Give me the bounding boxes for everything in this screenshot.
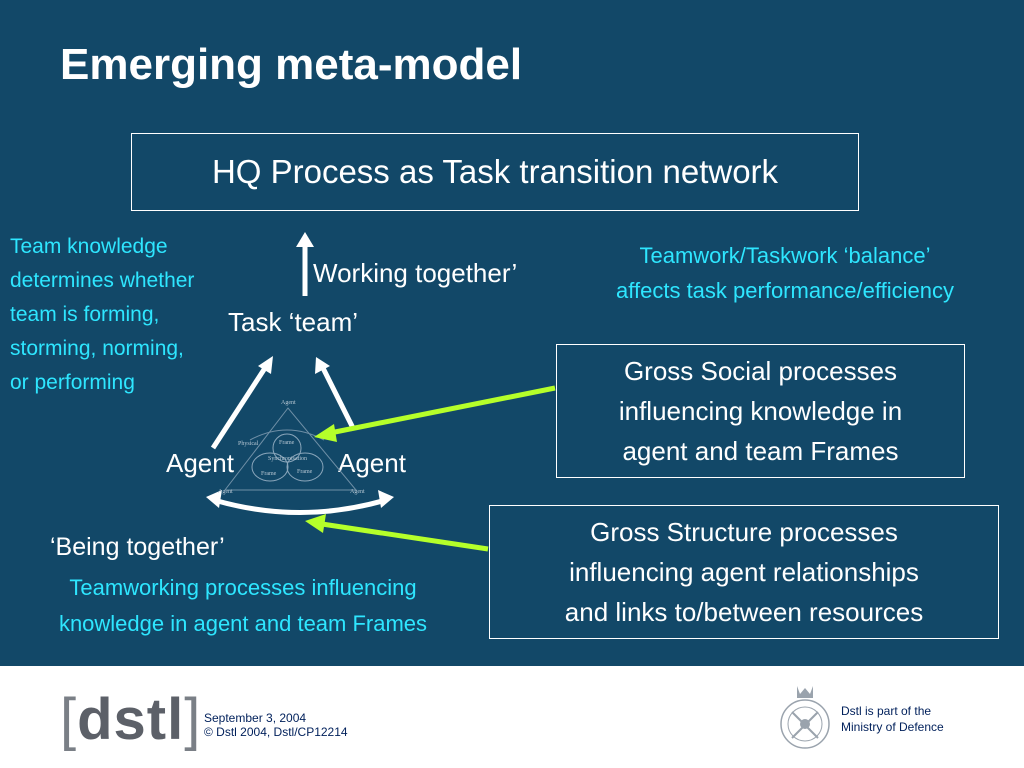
social-line: Gross Social processes	[623, 356, 898, 386]
mini-synchronisation: Synchronisation	[268, 456, 307, 462]
footer-mod-block: Dstl is part of the Ministry of Defence	[841, 703, 944, 735]
working-together-label: Working together’	[313, 258, 518, 288]
footer-mod-line: Dstl is part of the	[841, 704, 932, 718]
dstl-logo-text: dstl	[77, 687, 185, 752]
right-diagonal-arrow-icon	[315, 357, 357, 432]
teamworking-text: Teamworking processes influencing knowle…	[0, 570, 486, 642]
up-arrow-icon	[296, 232, 314, 296]
mini-agent-bl: Agent	[218, 489, 233, 495]
mod-crest-icon	[780, 686, 830, 749]
top-box-text: HQ Process as Task transition network	[211, 153, 779, 190]
mini-diagram: Agent Physical Frame Synchronisation Fra…	[218, 400, 365, 495]
top-box: HQ Process as Task transition network	[131, 133, 859, 211]
balance-text: Teamwork/Taskwork ‘balance’ affects task…	[560, 238, 1010, 308]
slide-background	[0, 0, 1024, 666]
mini-physical: Physical	[238, 441, 259, 447]
balance-line: affects task performance/efficiency	[616, 278, 954, 303]
mini-frame-right: Frame	[297, 469, 313, 475]
footer-date: September 3, 2004	[204, 711, 307, 725]
teamworking-line: Teamworking processes influencing	[69, 575, 417, 600]
agent-left-label: Agent	[166, 448, 234, 478]
team-knowledge-line: storming, norming,	[10, 337, 184, 360]
footer-mod-line: Ministry of Defence	[841, 720, 944, 734]
social-line: agent and team Frames	[622, 436, 899, 466]
dstl-logo: [dstl]	[60, 687, 202, 752]
footer-copyright: © Dstl 2004, Dstl/CP12214	[204, 725, 348, 739]
agent-right-label: Agent	[338, 448, 406, 478]
team-knowledge-line: team is forming,	[10, 303, 160, 326]
footer-date-block: September 3, 2004 © Dstl 2004, Dstl/CP12…	[204, 711, 348, 739]
mini-frame-left: Frame	[261, 471, 277, 477]
structure-line: and links to/between resources	[564, 597, 924, 627]
teamworking-line: knowledge in agent and team Frames	[58, 611, 428, 636]
left-diagonal-arrow-icon	[210, 356, 273, 450]
balance-line: Teamwork/Taskwork ‘balance’	[639, 243, 931, 268]
diagram-graphics: Agent Physical Frame Synchronisation Fra…	[206, 232, 556, 552]
mini-frame-top: Frame	[279, 440, 295, 446]
page-title: Emerging meta-model	[60, 40, 523, 89]
footer	[0, 666, 1024, 768]
being-together-label: ‘Being together’	[50, 533, 225, 561]
social-box: Gross Social processes influencing knowl…	[556, 344, 965, 478]
team-knowledge-text: Team knowledge determines whether team i…	[10, 230, 270, 400]
team-knowledge-line: determines whether	[10, 269, 195, 292]
social-green-arrow-icon	[314, 385, 556, 442]
team-knowledge-line: or performing	[10, 371, 135, 394]
structure-green-arrow-icon	[305, 514, 489, 552]
team-knowledge-line: Team knowledge	[10, 235, 168, 258]
structure-line: Gross Structure processes	[590, 517, 898, 547]
mini-agent-top: Agent	[281, 400, 296, 406]
social-line: influencing knowledge in	[618, 396, 903, 426]
structure-line: influencing agent relationships	[569, 557, 919, 587]
structure-box: Gross Structure processes influencing ag…	[489, 505, 999, 639]
mini-agent-br: Agent	[350, 489, 365, 495]
task-team-label: Task ‘team’	[228, 307, 359, 337]
curved-double-arrow-icon	[206, 490, 394, 515]
